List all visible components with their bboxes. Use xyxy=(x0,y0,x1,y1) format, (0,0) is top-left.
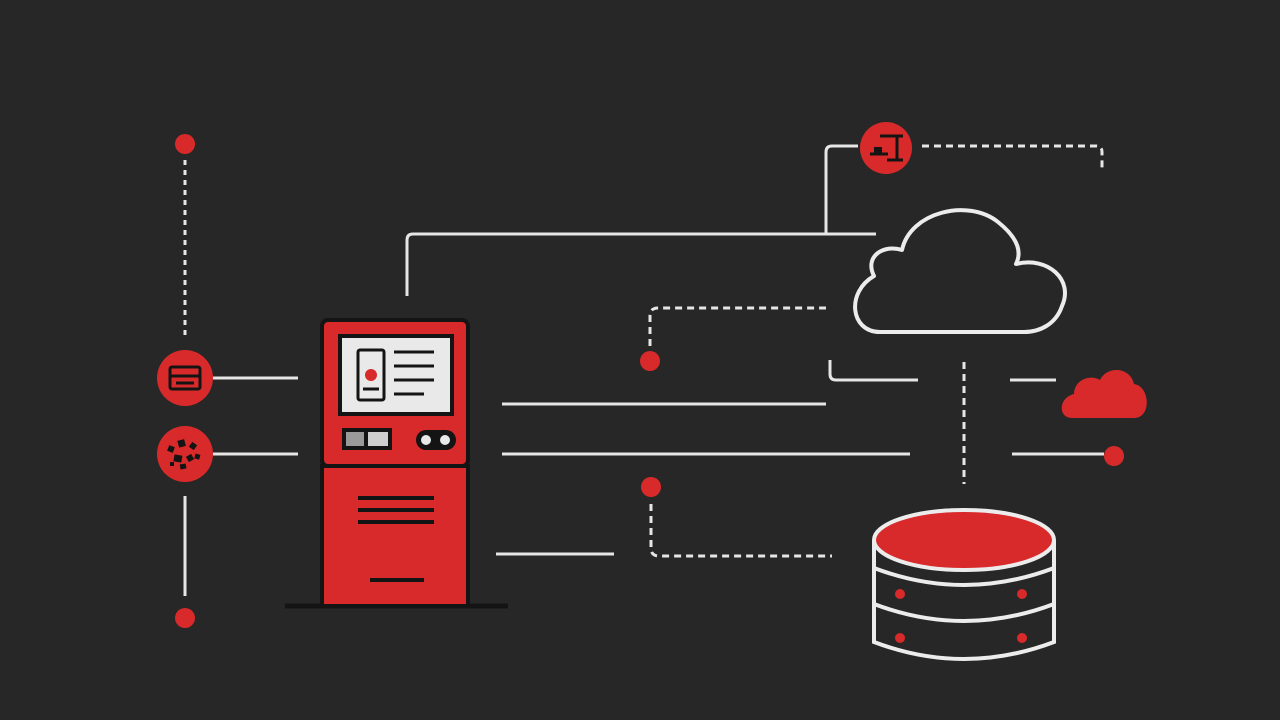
database-icon xyxy=(872,508,1056,661)
card-slot xyxy=(342,428,392,450)
connector-dot xyxy=(175,134,195,154)
card-badge xyxy=(157,350,213,406)
kiosk-buttons xyxy=(416,430,456,450)
solid-connector xyxy=(405,232,876,296)
connector-dot xyxy=(1104,446,1124,466)
center-connectors xyxy=(405,144,1104,558)
dashed-connector xyxy=(649,504,832,558)
network-badge xyxy=(157,426,213,482)
flag-badge xyxy=(860,122,912,174)
connector-dot xyxy=(640,351,660,371)
vent-lines xyxy=(358,496,434,524)
solid-connector xyxy=(828,360,918,382)
connector-dot xyxy=(641,477,661,497)
solid-connector xyxy=(824,144,858,234)
small-cloud xyxy=(1061,369,1147,418)
dashed-connector xyxy=(922,144,1104,168)
database xyxy=(872,508,1056,661)
cloud-filled-icon xyxy=(1061,369,1147,418)
left-rail xyxy=(157,134,298,628)
kiosk-terminal xyxy=(285,318,508,609)
dashed-connector xyxy=(648,306,826,346)
kiosk-screen xyxy=(338,334,454,416)
cloud xyxy=(853,208,1067,334)
flag-icon xyxy=(870,134,903,162)
connector-dot xyxy=(175,608,195,628)
cloud-outline-icon xyxy=(853,208,1067,334)
cluster-icon xyxy=(167,439,201,470)
card-icon xyxy=(168,365,202,391)
